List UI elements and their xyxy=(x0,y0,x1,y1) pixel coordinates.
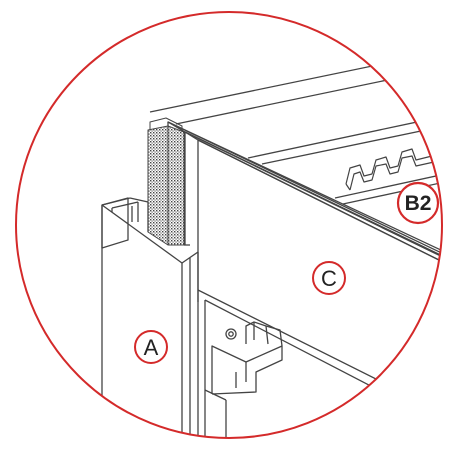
callout-label-c: C xyxy=(321,266,337,291)
detail-magnifier-circle xyxy=(15,11,443,439)
detail-linework xyxy=(101,51,442,438)
panel-c xyxy=(167,121,442,302)
slotted-bracket-b2 xyxy=(345,148,437,191)
back-rails xyxy=(149,51,442,205)
callout-c: C xyxy=(312,261,346,295)
lower-rail-and-hook xyxy=(197,289,391,438)
callout-a: A xyxy=(134,330,168,364)
callout-label-a: A xyxy=(144,335,159,360)
callout-b2: B2 xyxy=(396,181,440,225)
hatched-edge-strip xyxy=(147,117,190,246)
post-a xyxy=(101,197,199,438)
callout-label-b2: B2 xyxy=(405,192,432,215)
